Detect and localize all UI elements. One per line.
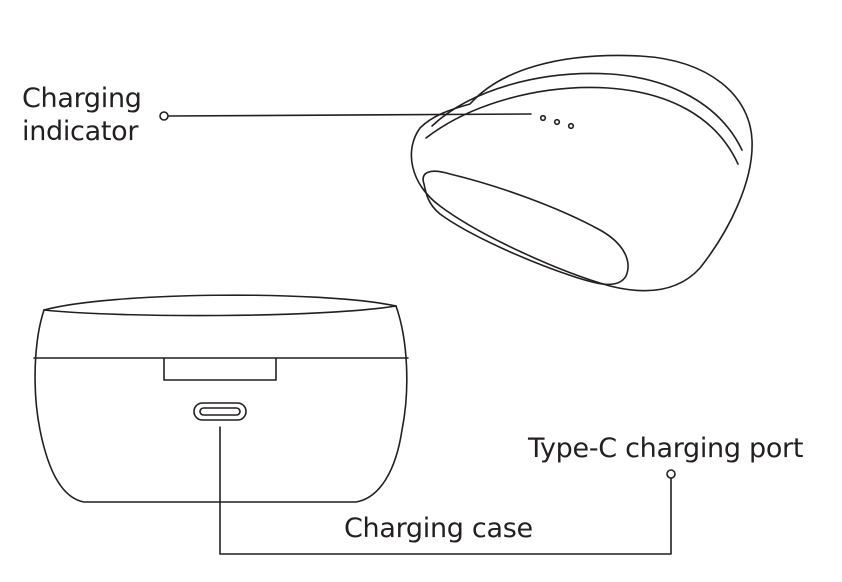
indicator-dot-3 xyxy=(567,122,575,130)
case-front-view xyxy=(33,294,409,503)
case-angled-front-panel xyxy=(422,170,629,286)
type-c-port-leader xyxy=(219,426,676,555)
indicator-dot-1 xyxy=(539,114,547,122)
type-c-port-label: Type-C charging port xyxy=(528,433,804,464)
case-angled-lid-seam-inner xyxy=(425,86,739,165)
charging-case-label: Charging case xyxy=(344,513,533,544)
leader-line-port xyxy=(219,426,672,555)
leader-dot-port xyxy=(666,469,676,479)
case-angled-outline xyxy=(410,54,753,292)
case-angled-lid-seam xyxy=(431,72,743,151)
type-c-port-outer xyxy=(193,402,247,421)
leader-dot-indicator xyxy=(159,111,169,121)
case-front-hinge-tab xyxy=(163,357,277,381)
case-front-lid-top xyxy=(43,294,397,311)
indicator-dot-2 xyxy=(553,118,561,126)
case-front-body xyxy=(34,305,408,503)
charging-indicator-leader xyxy=(159,111,532,121)
charging-indicator-label-line1: Charging xyxy=(22,83,142,114)
type-c-port-inner xyxy=(199,407,241,416)
case-angled-view xyxy=(410,54,753,292)
charging-indicator-label-line2: indicator xyxy=(22,116,139,147)
case-front-lid-rim xyxy=(43,305,397,317)
leader-line-indicator xyxy=(167,113,532,117)
charging-indicator-label: Charging indicator xyxy=(22,82,142,148)
